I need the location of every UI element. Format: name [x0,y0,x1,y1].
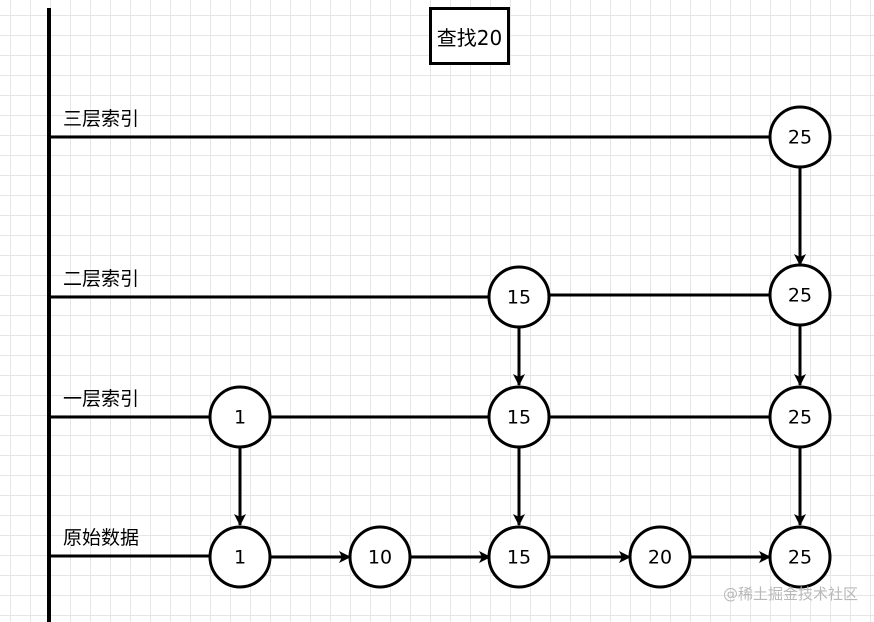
node-l3-25: 25 [768,105,832,169]
watermark: @稀土掘金技术社区 [722,585,858,603]
node-value: 15 [507,547,531,569]
node-l2-15: 15 [487,265,551,329]
node-l1-15: 15 [487,385,551,449]
level-label-3: 三层索引 [63,108,140,130]
node-l0-10: 10 [348,525,412,589]
level-label-2: 二层索引 [63,268,140,290]
node-value: 15 [507,287,531,309]
level-label-0: 原始数据 [63,527,140,549]
node-value: 1 [234,547,246,569]
node-l0-20: 20 [628,525,692,589]
node-value: 25 [788,127,812,149]
node-value: 20 [648,547,672,569]
node-l0-25: 25 [768,525,832,589]
node-l2-25: 25 [768,263,832,327]
node-l0-15: 15 [487,525,551,589]
node-l0-1: 1 [208,525,272,589]
node-value: 10 [368,547,392,569]
node-value: 25 [788,285,812,307]
diagram-title: 查找20 [429,7,510,65]
node-l1-1: 1 [208,385,272,449]
node-value: 15 [507,407,531,429]
node-value: 25 [788,547,812,569]
node-value: 25 [788,407,812,429]
level-label-1: 一层索引 [63,388,140,410]
node-l1-25: 25 [768,385,832,449]
node-value: 1 [234,407,246,429]
